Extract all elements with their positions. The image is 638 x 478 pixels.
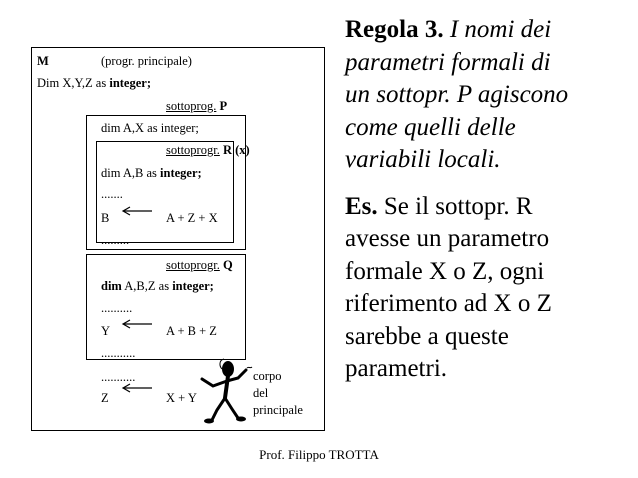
sub-p-title: sottoprog. P bbox=[166, 99, 227, 113]
sub-q-dim-keyword: dim bbox=[101, 279, 122, 293]
sub-p-dim: dim A,X as integer; bbox=[101, 121, 199, 135]
example-line-2: avesse un parametro bbox=[345, 225, 550, 252]
sub-q-assign-target: Y bbox=[101, 324, 111, 338]
sub-q-dots-1: .......... bbox=[101, 301, 133, 315]
note-corpo: corpo bbox=[253, 369, 282, 383]
sub-r-title-name: R (x) bbox=[222, 143, 250, 157]
rule-text-5: variabili locali. bbox=[345, 146, 501, 173]
slide-text: Regola 3. I nomi dei parametri formali d… bbox=[345, 14, 635, 386]
rule-line-3: un sottopr. P agiscono bbox=[345, 79, 635, 112]
sub-q-assign-expr: A + B + Z bbox=[166, 324, 217, 338]
main-program-box bbox=[31, 47, 325, 431]
example-line-1: Es. Se il sottopr. R bbox=[345, 191, 635, 224]
sub-r-dim-type: integer; bbox=[160, 166, 202, 180]
sub-q-dim-type: integer; bbox=[172, 279, 214, 293]
rule-text-2: parametri formali di bbox=[345, 48, 551, 76]
main-assign-expr: X + Y bbox=[166, 391, 197, 405]
sub-r-title-prefix: sottoprogr. bbox=[166, 143, 220, 157]
sub-q-title: sottoprogr. Q bbox=[166, 258, 233, 272]
rule-label: Regola 3. bbox=[345, 16, 444, 43]
sub-q-dim: dim A,B,Z as integer; bbox=[101, 279, 214, 293]
main-assign-target: Z bbox=[101, 391, 109, 405]
example-line-4: riferimento ad X o Z bbox=[345, 290, 552, 317]
sub-q-dots-2: ........... bbox=[101, 346, 136, 360]
sub-p-title-prefix: sottoprog. bbox=[166, 99, 217, 113]
sub-r-dim: dim A,B as integer; bbox=[101, 166, 202, 180]
main-dim-line: Dim X,Y,Z as integer; bbox=[37, 76, 151, 90]
program-description: (progr. principale) bbox=[101, 54, 192, 68]
main-body-dots: ........... bbox=[101, 370, 136, 384]
sub-q-dim-vars: A,B,Z as bbox=[121, 279, 173, 293]
example-line-5: sarebbe a queste bbox=[345, 322, 509, 350]
sub-p-box bbox=[86, 115, 246, 250]
sub-p-title-name: P bbox=[219, 99, 228, 113]
main-dim-type: integer; bbox=[109, 76, 151, 90]
sub-q-title-name: Q bbox=[222, 258, 233, 272]
sub-r-assign-target: B bbox=[101, 211, 110, 225]
example-label: Es. bbox=[345, 192, 378, 220]
main-dim-prefix: Dim X,Y,Z as bbox=[37, 76, 110, 90]
sub-r-dim-prefix: dim A,B as bbox=[101, 166, 161, 180]
rule-text-3: un sottopr. P agiscono bbox=[345, 81, 569, 108]
rule-text-1: I nomi dei bbox=[443, 16, 552, 43]
rule-line-5: variabili locali. bbox=[345, 144, 635, 177]
rule-line-1: Regola 3. I nomi dei bbox=[345, 14, 635, 47]
rule-line-4: come quelli delle bbox=[345, 112, 635, 145]
rule-line-2: parametri formali di bbox=[345, 47, 635, 80]
sub-r-box bbox=[96, 141, 234, 243]
sub-r-assign-expr: A + Z + X bbox=[166, 211, 218, 225]
footer-author: Prof. Filippo TROTTA bbox=[259, 447, 379, 462]
example-line-3: formale X o Z, ogni bbox=[345, 257, 545, 285]
sub-r-dots-1: ....... bbox=[101, 187, 123, 201]
note-del: del bbox=[253, 386, 269, 400]
sub-q-box bbox=[86, 254, 246, 360]
spacer bbox=[345, 177, 635, 191]
program-m-label: M bbox=[37, 54, 49, 68]
note-principale: principale bbox=[253, 403, 303, 417]
sub-r-title: sottoprogr. R (x) bbox=[166, 143, 250, 157]
example-line-6: parametri. bbox=[345, 355, 448, 382]
example-text-1: Se il sottopr. R bbox=[377, 192, 533, 220]
sub-q-title-prefix: sottoprogr. bbox=[166, 258, 220, 272]
sub-r-dots-2: ......... bbox=[101, 233, 130, 247]
rule-text-4: come quelli delle bbox=[345, 113, 516, 141]
